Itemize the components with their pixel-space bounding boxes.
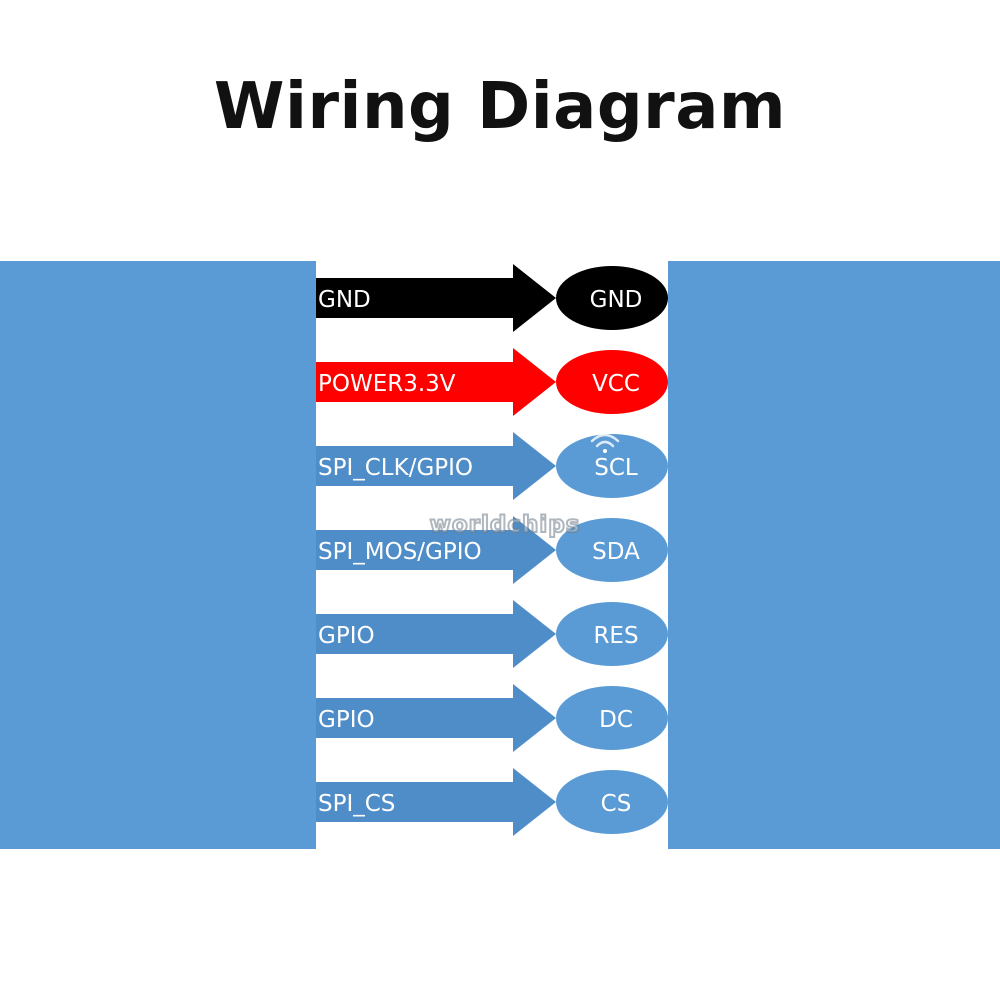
pin-ellipse — [556, 266, 668, 330]
watermark-text: worldchips — [430, 512, 581, 538]
connection-arrow — [316, 348, 556, 416]
connection-row: GPIO RES — [316, 600, 668, 668]
pin-ellipse — [556, 518, 668, 582]
connection-arrow — [316, 600, 556, 668]
connection-arrow — [316, 516, 556, 584]
connection-row: POWER3.3V VCC — [316, 348, 668, 416]
pin-label: DC — [599, 707, 633, 733]
right-module-panel — [668, 261, 1000, 849]
pin-label: RES — [593, 623, 638, 649]
pin-ellipse — [556, 602, 668, 666]
pin-label: SCL — [594, 455, 638, 481]
connection-arrow — [316, 432, 556, 500]
pin-label: VCC — [592, 371, 640, 397]
connection-row: GND GND — [316, 264, 668, 332]
connection-arrow — [316, 684, 556, 752]
wifi-icon — [590, 433, 620, 453]
pin-label: CS — [601, 791, 632, 817]
source-label: SPI_MOS/GPIO — [318, 539, 482, 565]
connection-row: SPI_CLK/GPIO SCL — [316, 432, 668, 500]
connection-row: SPI_MOS/GPIO SDA — [316, 516, 668, 584]
source-label: GPIO — [318, 623, 375, 649]
source-label: SPI_CLK/GPIO — [318, 455, 473, 481]
pin-ellipse — [556, 686, 668, 750]
connection-row: GPIO DC — [316, 684, 668, 752]
connection-arrow — [316, 264, 556, 332]
pin-label: SDA — [592, 539, 640, 565]
source-label: GND — [318, 287, 371, 313]
watermark: worldchips — [429, 433, 620, 539]
connection-row: SPI_CS CS — [316, 768, 668, 836]
pin-ellipse — [556, 350, 668, 414]
source-label: SPI_CS — [318, 791, 395, 817]
left-module-panel — [0, 261, 316, 849]
pin-label: GND — [590, 287, 643, 313]
pin-ellipse — [556, 434, 668, 498]
pin-ellipse — [556, 770, 668, 834]
source-label: POWER3.3V — [318, 371, 456, 397]
page-title: Wiring Diagram — [213, 70, 787, 144]
connection-arrow — [316, 768, 556, 836]
source-label: GPIO — [318, 707, 375, 733]
